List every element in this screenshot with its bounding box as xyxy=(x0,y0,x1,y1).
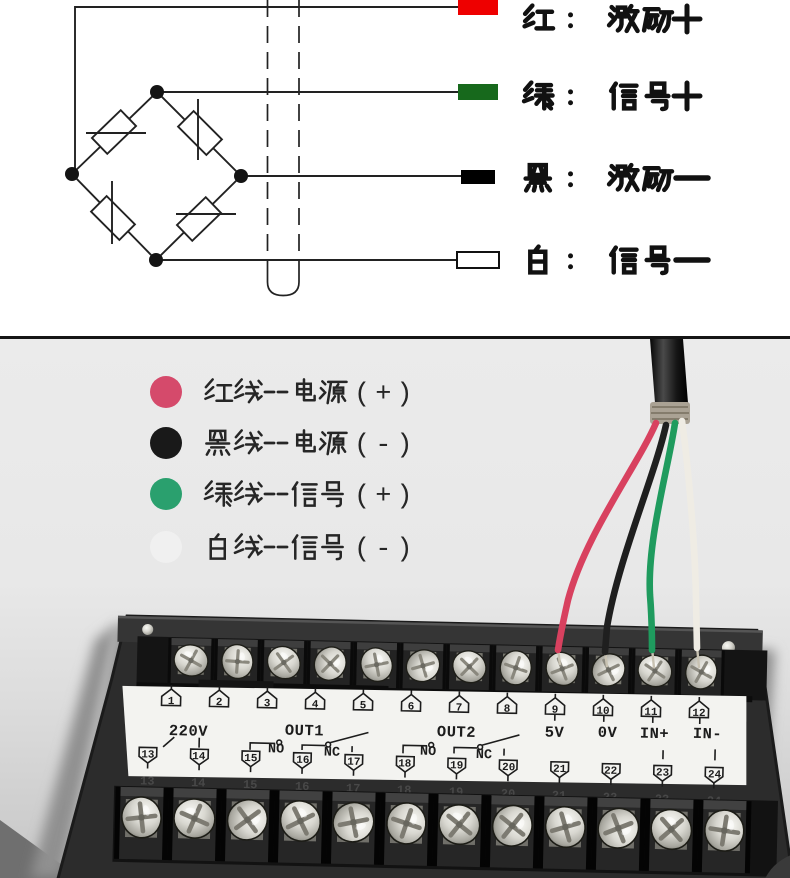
svg-text:9: 9 xyxy=(552,705,559,717)
svg-text:0V: 0V xyxy=(597,724,617,742)
svg-text:5: 5 xyxy=(360,700,367,712)
svg-text:(-): (-) xyxy=(354,535,418,565)
svg-text:(-): (-) xyxy=(354,431,418,461)
svg-text:11: 11 xyxy=(644,707,658,719)
svg-text:14: 14 xyxy=(191,776,206,790)
svg-text:20: 20 xyxy=(502,762,515,774)
svg-text:18: 18 xyxy=(398,758,412,770)
svg-text:22: 22 xyxy=(604,766,617,778)
svg-text:OUT1: OUT1 xyxy=(285,722,325,741)
svg-text:NC: NC xyxy=(476,748,493,763)
svg-text:13: 13 xyxy=(140,774,155,788)
svg-text:14: 14 xyxy=(192,751,206,763)
svg-text:(+): (+) xyxy=(354,380,418,410)
svg-text:1: 1 xyxy=(168,696,175,708)
svg-text:10: 10 xyxy=(596,706,609,718)
svg-text:21: 21 xyxy=(553,764,567,776)
svg-text:19: 19 xyxy=(450,760,463,772)
svg-text:16: 16 xyxy=(296,755,309,767)
svg-text:7: 7 xyxy=(456,702,463,714)
svg-text:NO: NO xyxy=(420,745,437,760)
svg-text:OUT2: OUT2 xyxy=(437,723,477,742)
svg-text:NC: NC xyxy=(324,746,341,761)
svg-text:5V: 5V xyxy=(544,724,564,742)
svg-text:IN+: IN+ xyxy=(640,725,670,744)
svg-text:4: 4 xyxy=(312,699,319,711)
svg-text:15: 15 xyxy=(243,778,258,792)
svg-text:2: 2 xyxy=(216,697,223,709)
svg-text:24: 24 xyxy=(708,769,722,781)
svg-text:15: 15 xyxy=(244,753,258,765)
svg-text:3: 3 xyxy=(264,698,271,710)
svg-text:17: 17 xyxy=(347,757,360,769)
svg-text:220V: 220V xyxy=(169,722,209,741)
svg-text:6: 6 xyxy=(408,701,415,713)
svg-text:13: 13 xyxy=(141,749,155,761)
svg-text:23: 23 xyxy=(656,767,670,779)
svg-text:8: 8 xyxy=(504,704,511,716)
svg-text:(+): (+) xyxy=(354,482,418,512)
svg-text:12: 12 xyxy=(692,708,705,720)
svg-text:NO: NO xyxy=(268,742,285,757)
svg-text:IN-: IN- xyxy=(693,725,723,744)
